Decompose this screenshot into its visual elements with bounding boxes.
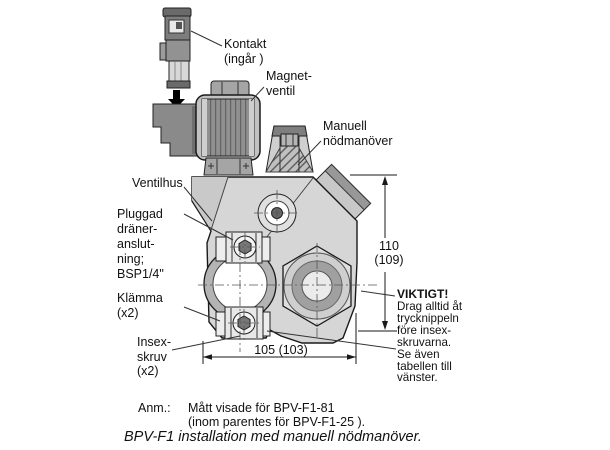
solenoid-mount-nut xyxy=(203,157,254,176)
label-manuell-nodmanover: Manuell nödmanöver xyxy=(323,119,393,148)
clamp-upper xyxy=(215,231,271,264)
manual-override-cone xyxy=(265,125,314,173)
leader-kontakt xyxy=(190,30,223,47)
center-lines xyxy=(198,190,378,352)
dimension-width-value: 105 (103) xyxy=(254,343,308,357)
label-klamma: Klämma (x2) xyxy=(117,291,163,320)
leader-viktigt-skruvar xyxy=(266,330,397,350)
clamp-lower xyxy=(215,306,271,340)
label-kontakt: Kontakt (ingår ) xyxy=(224,37,267,66)
connector-illustration xyxy=(159,7,192,89)
leader-magnetventil xyxy=(250,86,265,102)
leader-pluggad xyxy=(183,213,234,241)
dimension-width xyxy=(202,313,357,364)
leader-insexskruv xyxy=(171,335,241,351)
solenoid-top-nut xyxy=(210,80,250,99)
important-note-title: VIKTIGT! xyxy=(397,287,449,301)
leader-klamma xyxy=(183,306,221,322)
leader-manuell xyxy=(297,140,322,166)
solenoid-coil xyxy=(195,94,261,161)
figure-caption: BPV-F1 installation med manuell nödmanöv… xyxy=(124,429,422,445)
leader-viktigt-nippel xyxy=(360,290,396,297)
dimension-height xyxy=(350,174,397,332)
label-pluggad-dranering: Pluggad dräner- anslut- ning; BSP1/4" xyxy=(117,207,164,281)
important-note-body: Drag alltid åt trycknippeln före insex- … xyxy=(397,300,463,385)
leader-lines xyxy=(171,30,397,351)
important-note: VIKTIGT! Drag alltid åt trycknippeln för… xyxy=(397,288,487,384)
solenoid-connector-socket xyxy=(152,103,199,157)
label-magnetventil: Magnet- ventil xyxy=(266,69,312,98)
note-label: Anm.: xyxy=(138,401,171,415)
dimension-height-value: 110 (109) xyxy=(374,239,404,267)
label-insexskruv: Insex- skruv (x2) xyxy=(137,335,172,378)
label-ventilhus: Ventilhus xyxy=(132,176,183,190)
note-text: Mått visade för BPV-F1-81 (inom parentes… xyxy=(188,401,366,429)
leader-ventilhus xyxy=(183,186,213,222)
